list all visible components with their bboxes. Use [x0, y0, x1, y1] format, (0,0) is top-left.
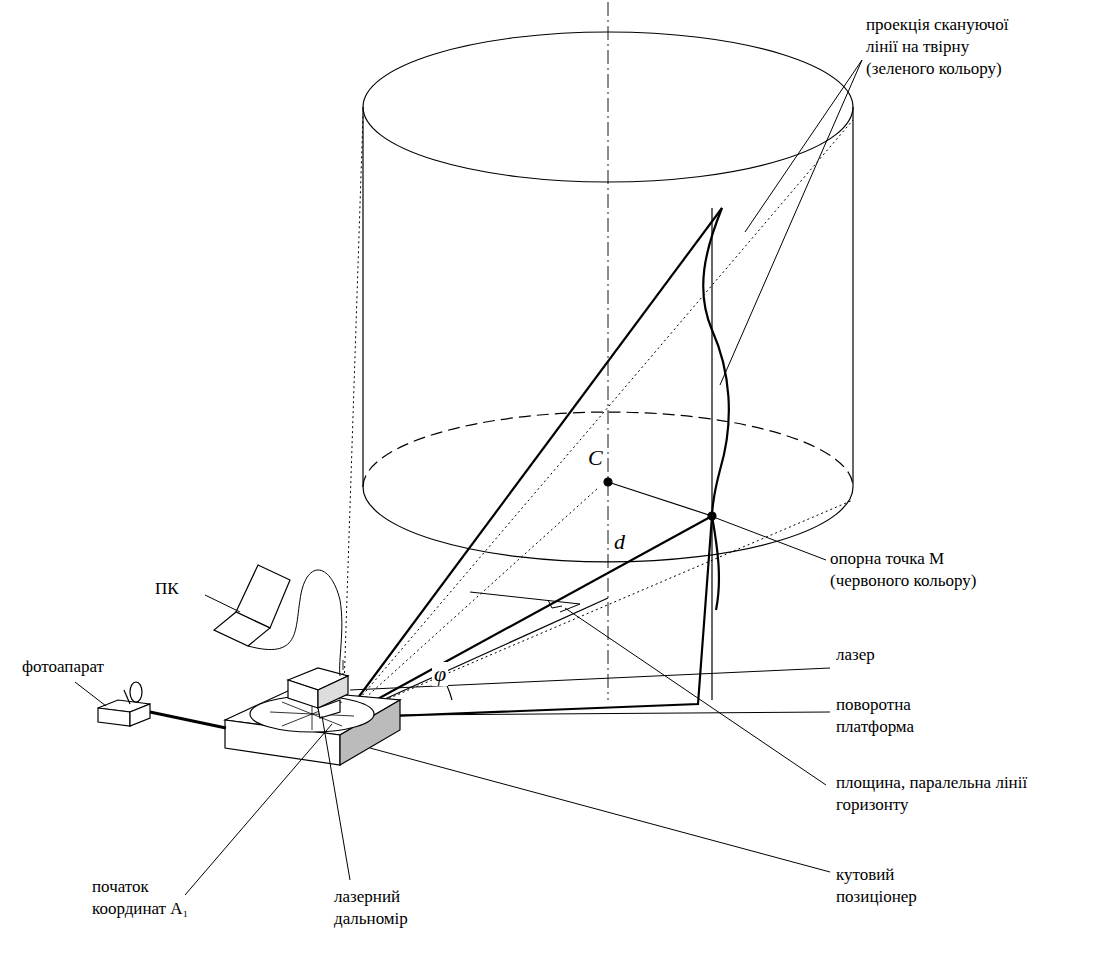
radius-line [608, 482, 712, 516]
camera [98, 682, 226, 728]
leader-lines [75, 60, 862, 895]
cylinder-side [362, 107, 363, 487]
beam-line [343, 208, 722, 718]
cylinder-bottom-back [363, 412, 853, 487]
plane-mark [470, 592, 580, 612]
callout-label: лазерний дальномір [334, 886, 444, 930]
callout-label: ПК [155, 578, 215, 600]
scan-curve [703, 208, 729, 610]
distance-symbol: d [612, 530, 627, 554]
center-point [604, 478, 612, 486]
cylinder-bottom-front [363, 487, 853, 562]
plane-mark [548, 600, 562, 608]
axis-line [608, 2, 609, 700]
callout-label: лазер [836, 644, 936, 666]
callout-label: кутовий позиціонер [836, 864, 956, 908]
angle-symbol: φ [432, 662, 448, 686]
callout-label: проекція скануючої лінії на твірну (зеле… [866, 14, 1036, 80]
reference-point [708, 512, 716, 520]
beam-bounds [343, 115, 853, 718]
callout-label: початок координат A₁ [92, 876, 212, 920]
callout-label: поворотна платформа [836, 694, 956, 738]
point-symbol: C [586, 446, 605, 470]
callout-label: фотоапарат [22, 656, 142, 678]
generatrix-line [711, 208, 712, 700]
laptop [214, 565, 342, 676]
callout-label: опорна точка M (червоного кольору) [830, 548, 1020, 592]
laser-device [288, 668, 348, 718]
cylinder-side [852, 107, 853, 487]
callout-label: площина, паралельна лінії горизонту [836, 772, 1036, 816]
cylinder-top [363, 32, 853, 182]
